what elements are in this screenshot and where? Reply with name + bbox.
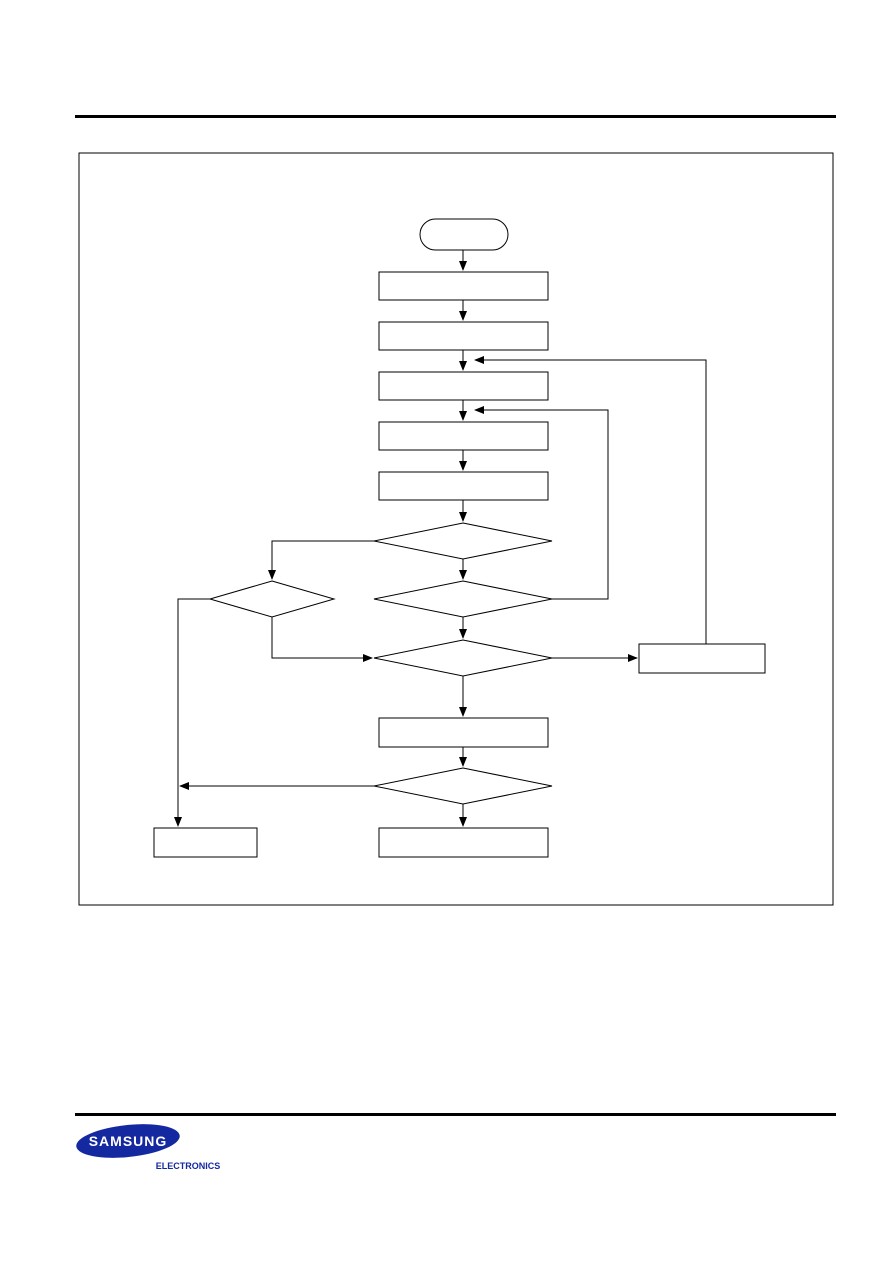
samsung-logo: SAMSUNG ELECTRONICS bbox=[76, 1124, 221, 1171]
start-terminal bbox=[419, 218, 509, 251]
loop-side-step3 bbox=[474, 356, 707, 644]
diagram-frame bbox=[78, 152, 834, 906]
logo-subtext: ELECTRONICS bbox=[156, 1161, 221, 1171]
process-step-2 bbox=[378, 321, 549, 351]
process-step-1 bbox=[378, 271, 549, 301]
footer-rule bbox=[75, 1113, 836, 1116]
decision-1 bbox=[373, 522, 553, 560]
arrow-left-to-decision3 bbox=[271, 617, 373, 662]
process-step-4 bbox=[378, 421, 549, 451]
logo-text: SAMSUNG bbox=[89, 1133, 168, 1149]
arrow-left-to-end bbox=[174, 598, 210, 827]
end-main-box bbox=[378, 827, 549, 858]
process-step-3 bbox=[378, 371, 549, 401]
process-step-5 bbox=[378, 471, 549, 501]
decision-4 bbox=[373, 767, 553, 805]
header-rule bbox=[75, 115, 836, 118]
decision-3 bbox=[373, 639, 553, 677]
decision-left bbox=[208, 580, 336, 618]
side-process-box bbox=[638, 643, 766, 674]
logo-ellipse bbox=[76, 1124, 180, 1158]
process-step-6 bbox=[378, 717, 549, 748]
loop-decision2-step4 bbox=[474, 406, 609, 600]
arrow-decision1-left bbox=[268, 540, 374, 580]
decision-2 bbox=[373, 580, 553, 618]
end-left-box bbox=[153, 827, 258, 858]
